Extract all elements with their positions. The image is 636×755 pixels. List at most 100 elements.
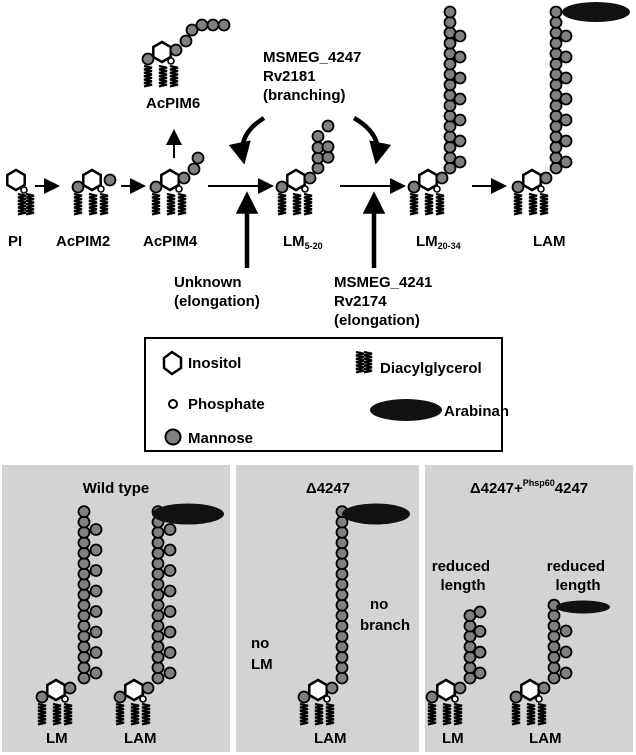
mannose-unit [549, 120, 563, 133]
fatty-acid-chain [442, 702, 452, 726]
phosphate-group [61, 695, 69, 703]
mannose-unit [151, 557, 165, 570]
mannose-unit [71, 180, 85, 194]
mannose-unit [141, 52, 155, 66]
mannose-unit [297, 690, 311, 704]
fatty-acid-chain [537, 702, 547, 726]
arabinan-cap [562, 2, 630, 22]
mannose-unit [77, 640, 91, 654]
mannose-unit [549, 161, 563, 175]
mannose-unit [443, 161, 457, 175]
mannose-unit [103, 173, 117, 187]
mannose-unit [151, 671, 165, 685]
label-acpim4: AcPIM4 [143, 233, 198, 250]
legend: Inositol Phosphate Mannose Diacylglycero… [144, 337, 509, 452]
mannose-unit [149, 180, 163, 194]
mannose-unit [275, 180, 289, 194]
molecule-lam [511, 2, 630, 216]
phosphate-group [97, 185, 105, 193]
fatty-acid-chain [314, 702, 324, 726]
arabinan-cap [152, 503, 224, 525]
mannose-unit [163, 584, 177, 598]
mannose-unit [549, 78, 563, 92]
mannose-unit [195, 18, 209, 32]
fatty-acid-chain [363, 350, 373, 374]
mannose-unit [89, 523, 103, 536]
mannose-unit [77, 650, 91, 664]
phosphate-group [433, 185, 441, 193]
molecule-acpim4 [149, 151, 205, 216]
mannose-unit [113, 690, 127, 704]
mannose-unit [77, 630, 91, 643]
mannose-unit [443, 120, 457, 133]
wild-type-lm-label: LM [46, 730, 68, 747]
phosphate-group [167, 57, 175, 65]
mannose-unit [443, 78, 457, 92]
mannose-unit [547, 640, 561, 654]
mannose-icon [164, 428, 182, 446]
mannose-unit [559, 92, 573, 106]
mannose-unit [547, 609, 561, 622]
mannose-unit [335, 640, 349, 654]
mannose-unit [163, 523, 177, 536]
mannose-unit [163, 646, 177, 659]
mannose-unit [559, 155, 573, 169]
mannose-unit [509, 690, 523, 704]
mannose-unit [321, 119, 335, 133]
phosphate-group [323, 695, 331, 703]
mannose-unit [151, 630, 165, 643]
panel-title-wild-type: Wild type [83, 480, 150, 497]
branching-arrow-right [352, 116, 392, 165]
mannose-unit [77, 546, 91, 560]
fatty-acid-chain [63, 702, 73, 726]
mannose-unit [206, 18, 220, 32]
complement-lam-molecule [509, 598, 610, 726]
mannose-unit [537, 681, 551, 695]
mannose-unit [335, 578, 349, 591]
inositol-ring [82, 168, 102, 192]
molecule-lm-20-34 [407, 5, 467, 216]
mannose-unit [559, 113, 573, 127]
mannose-unit [539, 171, 553, 185]
mannose-unit [335, 526, 349, 539]
label-acpim2: AcPIM2 [56, 233, 110, 250]
mannose-unit [473, 666, 487, 680]
label-lam: LAM [533, 233, 566, 250]
fatty-acid-chain [539, 192, 549, 216]
fatty-acid-chain [88, 192, 98, 216]
mannose-unit [453, 71, 467, 85]
fatty-acid-chain [25, 192, 35, 216]
mannose-unit [77, 598, 91, 612]
mannose-unit [151, 546, 165, 560]
mannose-unit [77, 671, 91, 685]
complement-reduced-length-lam: reduced length [547, 558, 610, 594]
branching-enzyme-label: MSMEG_4247 Rv2181 (branching) [263, 49, 366, 104]
mannose-unit [335, 650, 349, 664]
diacylglycerol-icon [355, 350, 373, 374]
mannose-unit [77, 567, 91, 581]
mannose-unit [443, 57, 457, 71]
phosphate-group [20, 186, 28, 194]
mannose-unit [547, 661, 561, 674]
mannose-unit [335, 630, 349, 643]
fatty-acid-chain [424, 192, 434, 216]
mannose-unit [89, 543, 103, 557]
fatty-acid-chain [325, 702, 335, 726]
mannose-unit [163, 625, 177, 639]
mannose-unit [335, 661, 349, 674]
phosphate-icon [168, 399, 178, 409]
mannose-unit [325, 681, 339, 695]
mannose-unit [89, 625, 103, 639]
mannose-unit [151, 640, 165, 654]
fatty-acid-chain [277, 192, 287, 216]
fatty-acid-chain [409, 192, 419, 216]
mannose-unit [473, 625, 487, 638]
fatty-acid-chain [141, 702, 151, 726]
mannose-unit [453, 134, 467, 148]
mannose-unit [151, 526, 165, 539]
mannose-unit [321, 140, 335, 154]
mannose-unit [425, 690, 439, 704]
mannose-unit [547, 650, 561, 664]
fatty-acid-chain [526, 702, 536, 726]
label-pi: PI [8, 233, 22, 250]
